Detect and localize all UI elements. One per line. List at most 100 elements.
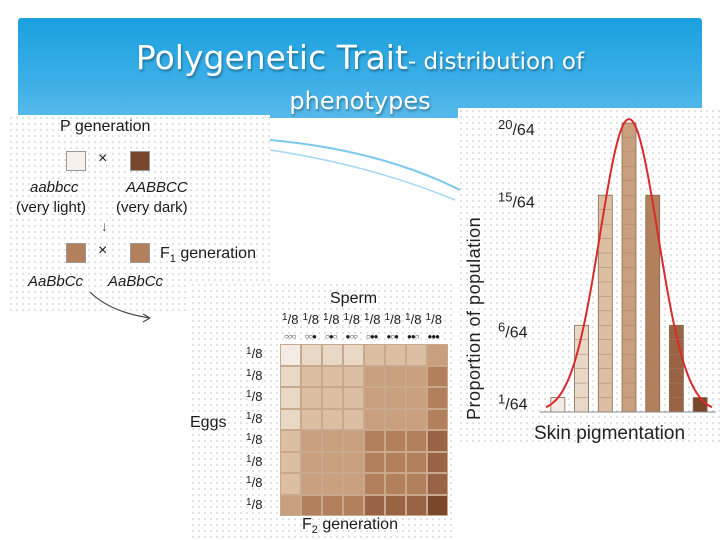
- sperm-gamete-icon: ○●●: [366, 332, 378, 341]
- f1-generation-label: F1 generation: [160, 245, 256, 265]
- f1-prefix: F: [160, 245, 170, 262]
- fraction-denominator: 8: [332, 312, 340, 327]
- punnett-cell: [322, 387, 343, 409]
- fraction-numerator: 1: [323, 312, 329, 323]
- sperm-gamete-icon: ●●○: [407, 332, 419, 341]
- fraction-denominator: 8: [434, 312, 442, 327]
- fraction-denominator: 8: [255, 432, 263, 447]
- parent2-genotype: AABBCC: [126, 179, 188, 196]
- punnett-cell: [364, 408, 385, 430]
- f1-sub: 1: [169, 253, 176, 266]
- tick-slash: /: [505, 324, 510, 341]
- parent1-square: [66, 151, 86, 171]
- fraction-slash: /: [251, 389, 256, 404]
- punnett-cell: [322, 365, 343, 387]
- fraction-numerator: 1: [246, 453, 252, 465]
- punnett-cell: [301, 344, 322, 366]
- fraction-slash: /: [328, 312, 333, 327]
- f2-generation-label: F2 generation: [302, 516, 398, 536]
- punnett-cell: [385, 451, 406, 473]
- fraction-slash: /: [251, 475, 256, 490]
- punnett-cell: [385, 430, 406, 452]
- y-tick-label: 6/64: [498, 319, 528, 341]
- fraction-numerator: 1: [246, 432, 252, 443]
- punnett-cell: [322, 430, 343, 452]
- fraction-denominator: 8: [255, 496, 263, 512]
- punnett-cell: [364, 494, 385, 516]
- fraction-slash: /: [369, 312, 374, 327]
- tick-numerator: 20: [498, 117, 512, 132]
- punnett-cell: [364, 344, 385, 366]
- punnett-cell: [301, 365, 322, 387]
- eggs-label: Eggs: [190, 414, 227, 431]
- punnett-cell: [427, 473, 448, 495]
- punnett-cell: [301, 408, 322, 430]
- punnett-cell: [322, 494, 343, 516]
- punnett-cell: [343, 365, 364, 387]
- fraction-numerator: 1: [246, 475, 252, 486]
- tick-numerator: 15: [498, 189, 512, 204]
- punnett-cell: [364, 451, 385, 473]
- cross-symbol: ×: [98, 150, 108, 167]
- title-main: Polygenetic Trait: [135, 38, 408, 77]
- parent2-square: [130, 151, 150, 171]
- fraction-slash: /: [251, 346, 256, 361]
- egg-fraction: 1/8: [246, 368, 262, 383]
- punnett-cell: [322, 408, 343, 430]
- punnett-cell: [406, 408, 427, 430]
- fraction-numerator: 1: [246, 346, 252, 357]
- y-tick-label: 15/64: [498, 189, 535, 211]
- y-axis-label: Proportion of population: [464, 217, 484, 420]
- sperm-fraction: 1/8: [426, 312, 442, 327]
- punnett-cell: [343, 473, 364, 495]
- y-tick-label: 1/64: [498, 392, 528, 414]
- punnett-cell: [364, 473, 385, 495]
- punnett-cell: [385, 365, 406, 387]
- f1-square-1: [66, 243, 86, 263]
- punnett-cell: [280, 408, 301, 430]
- fraction-denominator: 8: [352, 312, 360, 327]
- punnett-cell: [385, 408, 406, 430]
- normal-curve: [545, 118, 713, 409]
- sperm-gamete-icon: ○○●: [304, 332, 317, 341]
- punnett-cell: [406, 387, 427, 409]
- punnett-cell: [280, 344, 301, 366]
- fraction-denominator: 8: [255, 389, 263, 404]
- punnett-cell: [343, 451, 364, 473]
- egg-fraction: 1/8: [246, 475, 262, 490]
- fraction-denominator: 8: [255, 367, 263, 383]
- fraction-numerator: 1: [246, 496, 252, 508]
- fraction-denominator: 8: [291, 312, 299, 327]
- punnett-cell: [427, 408, 448, 430]
- down-arrow-1-icon: ↓: [101, 218, 108, 234]
- sperm-fraction: 1/8: [282, 312, 298, 327]
- title-rest: - distribution of: [407, 49, 585, 75]
- punnett-cell: [301, 387, 322, 409]
- fraction-numerator: 1: [364, 312, 370, 323]
- punnett-cell: [406, 451, 427, 473]
- f1-genotype-b: AaBbCc: [108, 273, 164, 290]
- fraction-numerator: 1: [246, 389, 252, 400]
- punnett-cell: [301, 451, 322, 473]
- punnett-cell: [301, 494, 322, 516]
- punnett-cell: [280, 494, 301, 516]
- punnett-cell: [301, 430, 322, 452]
- egg-fraction: 1/8: [246, 389, 262, 404]
- punnett-cell: [427, 430, 448, 452]
- fraction-denominator: 8: [255, 453, 263, 469]
- sperm-gamete-icon: ●●●: [427, 332, 440, 341]
- sperm-label: Sperm: [330, 290, 378, 307]
- fraction-denominator: 8: [414, 312, 422, 327]
- slide-subtitle: phenotypes: [289, 87, 431, 115]
- parent1-genotype: aabbcc: [30, 179, 79, 196]
- title-banner: [18, 18, 702, 118]
- f1-suffix: generation: [175, 245, 256, 262]
- tick-denominator: 64: [517, 194, 535, 211]
- f2-suffix: generation: [317, 516, 398, 533]
- fraction-slash: /: [287, 312, 292, 327]
- fraction-numerator: 1: [246, 367, 252, 379]
- punnett-cell: [427, 451, 448, 473]
- egg-fraction: 1/8: [246, 411, 262, 426]
